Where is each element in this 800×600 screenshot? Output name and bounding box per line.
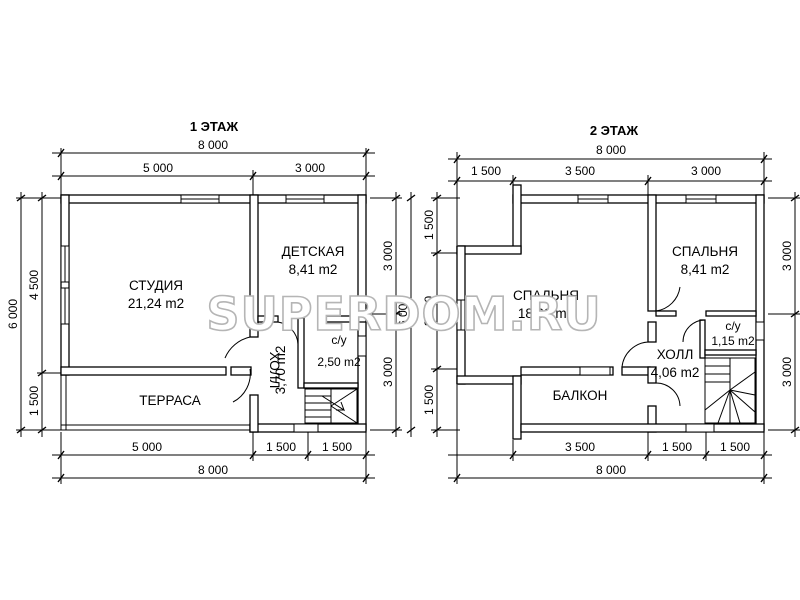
dim-label: 5 000 — [143, 161, 173, 175]
floor-2-dimension-labels: 8 000 1 500 3 500 3 000 3 500 1 500 1 50… — [396, 143, 794, 477]
room-area-kids: 8,41 m2 — [289, 262, 338, 277]
floor-2-dimensions — [406, 152, 800, 484]
room-name-kids: ДЕТСКАЯ — [282, 244, 345, 259]
room-name-hall-2: ХОЛЛ — [657, 347, 694, 362]
dim-label: 1 500 — [266, 440, 296, 454]
dim-label: 6 000 — [396, 297, 410, 327]
dim-label: 3 000 — [422, 296, 436, 326]
dim-label: 3 000 — [381, 241, 395, 271]
floor-1-doors — [224, 320, 305, 403]
room-name-balcony: БАЛКОН — [553, 388, 608, 403]
room-area-bedroom-small: 8,41 m2 — [681, 262, 730, 277]
dim-label: 1 500 — [720, 440, 750, 454]
room-name-terrace: ТЕРРАСА — [139, 393, 201, 408]
dim-label: 3 000 — [295, 161, 325, 175]
floor-1-stairs — [304, 388, 358, 424]
dim-label: 3 000 — [780, 241, 794, 271]
room-area-hall: 3,70 m2 — [273, 346, 288, 395]
floor-1-title: 1 ЭТАЖ — [190, 119, 239, 134]
floor-2-plan: 2 ЭТАЖ — [396, 123, 800, 484]
dim-label: 3 000 — [780, 357, 794, 387]
dim-label: 6 000 — [6, 299, 20, 329]
room-name-bedroom-small: СПАЛЬНЯ — [672, 244, 738, 259]
dim-label: 3 000 — [691, 164, 721, 178]
dim-label: 1 500 — [27, 386, 41, 416]
dim-label: 1 500 — [471, 164, 501, 178]
floor-2-room-labels: СПАЛЬНЯ 18,99 m2 СПАЛЬНЯ 8,41 m2 с/у 1,1… — [513, 244, 755, 403]
dim-label: 8 000 — [198, 463, 228, 477]
dim-label: 1 500 — [422, 210, 436, 240]
dim-label: 3 000 — [381, 357, 395, 387]
room-area-studio: 21,24 m2 — [128, 296, 184, 311]
floor-1-dimensions — [16, 148, 402, 484]
floor-1-dimension-labels: 8 000 5 000 3 000 5 000 1 500 1 500 8 00… — [6, 138, 395, 477]
room-name-hall: ХОЛЛ — [267, 352, 282, 389]
room-name-wc-2: с/у — [725, 319, 740, 333]
floor-2-windows — [456, 194, 765, 433]
room-area-bedroom-large: 18,99 m2 — [518, 306, 574, 321]
dim-label: 8 000 — [198, 138, 228, 152]
dim-label: 3 500 — [565, 164, 595, 178]
floor-2-doors — [621, 286, 706, 407]
dim-label: 4 500 — [27, 270, 41, 300]
room-area-wc: 2,50 m2 — [317, 355, 361, 369]
dim-label: 5 000 — [132, 440, 162, 454]
dim-label: 8 000 — [596, 463, 626, 477]
room-area-wc-2: 1,15 m2 — [711, 334, 755, 348]
floor-1-plan: 1 ЭТАЖ — [6, 119, 402, 484]
floor-1-windows — [60, 194, 367, 433]
dim-label: 1 500 — [662, 440, 692, 454]
floor-2-title: 2 ЭТАЖ — [590, 123, 639, 138]
floor-1-room-labels: СТУДИЯ 21,24 m2 ДЕТСКАЯ 8,41 m2 с/у 2,50… — [128, 244, 361, 408]
room-name-wc: с/у — [331, 333, 346, 347]
dim-label: 1 500 — [422, 385, 436, 415]
dim-label: 8 000 — [596, 143, 626, 157]
dim-label: 1 500 — [322, 440, 352, 454]
room-name-bedroom-large: СПАЛЬНЯ — [513, 288, 579, 303]
room-area-hall-2: 4,06 m2 — [651, 365, 700, 380]
room-name-studio: СТУДИЯ — [129, 278, 183, 293]
dim-label: 3 500 — [565, 440, 595, 454]
watermark-logo: SUPERDOM.RU — [206, 287, 601, 341]
floor-2-stairs — [704, 357, 756, 424]
